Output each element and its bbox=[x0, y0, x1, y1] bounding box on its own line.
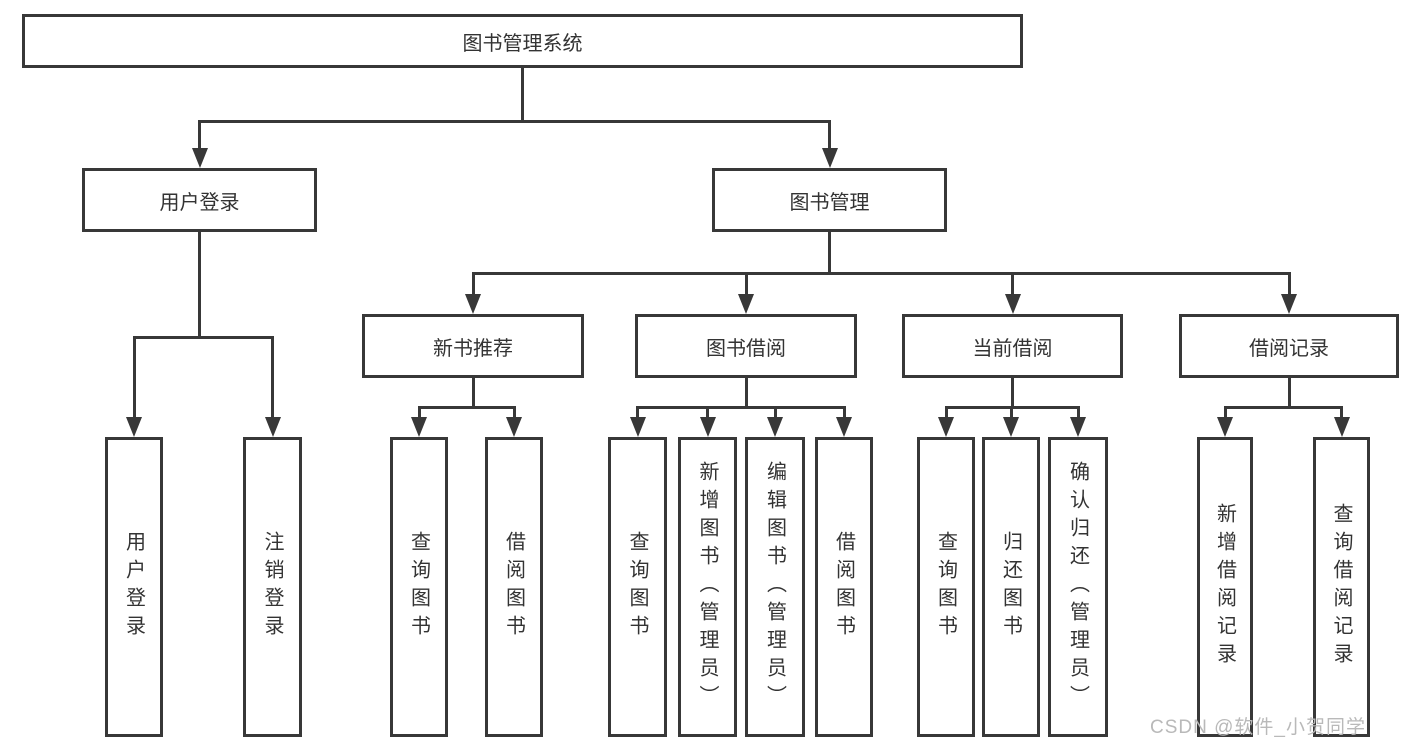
node-label-leaf-cb-return: 归还图书 bbox=[999, 531, 1022, 643]
connector-drop-leaf-logout bbox=[271, 336, 274, 419]
node-label-leaf-cb-query: 查询图书 bbox=[934, 531, 957, 643]
node-leaf-nr-query: 查询图书 bbox=[390, 437, 448, 737]
arrowhead-icon-leaf-br-add bbox=[1217, 417, 1233, 437]
connector-drop-borrow-record bbox=[1287, 272, 1291, 296]
node-borrow-record: 借阅记录 bbox=[1179, 314, 1399, 378]
node-leaf-br-add: 新增借阅记录 bbox=[1197, 437, 1253, 737]
connector-drop-leaf-nr-borrow bbox=[512, 406, 516, 419]
connector-stem-new-rec bbox=[471, 378, 475, 409]
node-leaf-nr-borrow: 借阅图书 bbox=[485, 437, 543, 737]
node-label-borrow-record: 借阅记录 bbox=[1249, 337, 1329, 360]
node-label-leaf-bb-edit: 编辑图书（管理员） bbox=[763, 461, 786, 713]
node-label-leaf-bb-query: 查询图书 bbox=[626, 531, 648, 643]
node-leaf-cb-confirm: 确认归还（管理员） bbox=[1048, 437, 1108, 737]
arrowhead-icon-leaf-bb-add bbox=[699, 417, 716, 437]
connector-stem-book-borrow bbox=[744, 378, 748, 409]
connector-drop-leaf-cb-return bbox=[1009, 406, 1013, 419]
node-current-borrow: 当前借阅 bbox=[902, 314, 1123, 378]
arrowhead-icon-current-borrow bbox=[1004, 294, 1021, 314]
node-root: 图书管理系统 bbox=[22, 14, 1023, 68]
connector-drop-leaf-bb-query bbox=[636, 406, 639, 419]
node-label-leaf-br-query: 查询借阅记录 bbox=[1330, 503, 1352, 671]
node-book-borrow: 图书借阅 bbox=[635, 314, 857, 378]
connector-stem-user-login bbox=[198, 232, 201, 339]
connector-bar-user-login bbox=[132, 336, 274, 339]
node-label-leaf-bb-borrow: 借阅图书 bbox=[832, 531, 855, 643]
arrowhead-icon-book-mgmt bbox=[821, 148, 838, 168]
node-leaf-cb-return: 归还图书 bbox=[982, 437, 1040, 737]
connector-drop-leaf-nr-query bbox=[417, 406, 421, 419]
node-leaf-cb-query: 查询图书 bbox=[917, 437, 975, 737]
connector-bar-root bbox=[198, 120, 831, 123]
arrowhead-icon-leaf-cb-query bbox=[938, 417, 954, 437]
connector-bar-borrow-record bbox=[1223, 406, 1343, 409]
connector-drop-leaf-cb-query bbox=[944, 406, 948, 419]
node-label-leaf-logout: 注销登录 bbox=[261, 531, 283, 643]
node-leaf-bb-edit: 编辑图书（管理员） bbox=[745, 437, 805, 737]
arrowhead-icon-leaf-nr-query bbox=[411, 417, 427, 437]
node-label-leaf-bb-add: 新增图书（管理员） bbox=[696, 461, 718, 713]
node-new-rec: 新书推荐 bbox=[362, 314, 584, 378]
connector-drop-user-login bbox=[198, 120, 201, 150]
connector-drop-leaf-bb-add bbox=[706, 406, 709, 419]
node-label-leaf-nr-query: 查询图书 bbox=[407, 531, 430, 643]
connector-bar-book-borrow bbox=[636, 406, 846, 409]
connector-drop-leaf-bb-borrow bbox=[842, 406, 846, 419]
arrowhead-icon-leaf-bb-query bbox=[629, 417, 646, 437]
arrowhead-icon-new-rec bbox=[465, 294, 481, 314]
connector-stem-book-mgmt bbox=[828, 232, 831, 275]
arrowhead-icon-leaf-bb-borrow bbox=[836, 417, 852, 437]
arrowhead-icon-leaf-cb-confirm bbox=[1070, 417, 1086, 437]
node-label-book-borrow: 图书借阅 bbox=[706, 337, 786, 360]
arrowhead-icon-leaf-logout bbox=[264, 417, 281, 437]
node-label-book-mgmt: 图书管理 bbox=[789, 191, 870, 214]
node-label-leaf-cb-confirm: 确认归还（管理员） bbox=[1066, 461, 1089, 713]
node-label-root: 图书管理系统 bbox=[462, 32, 583, 55]
connector-drop-book-mgmt bbox=[828, 120, 831, 150]
node-leaf-user-login: 用户登录 bbox=[105, 437, 163, 737]
connector-bar-book-mgmt bbox=[471, 272, 1291, 275]
arrowhead-icon-book-borrow bbox=[738, 294, 754, 314]
arrowhead-icon-borrow-record bbox=[1281, 294, 1297, 314]
connector-drop-leaf-cb-confirm bbox=[1076, 406, 1080, 419]
connector-drop-leaf-br-query bbox=[1340, 406, 1343, 419]
connector-drop-leaf-bb-edit bbox=[773, 406, 777, 419]
node-label-current-borrow: 当前借阅 bbox=[972, 337, 1053, 360]
node-book-mgmt: 图书管理 bbox=[712, 168, 947, 232]
node-leaf-bb-add: 新增图书（管理员） bbox=[678, 437, 737, 737]
node-leaf-br-query: 查询借阅记录 bbox=[1313, 437, 1370, 737]
connector-stem-borrow-record bbox=[1287, 378, 1291, 409]
node-leaf-logout: 注销登录 bbox=[243, 437, 302, 737]
node-label-new-rec: 新书推荐 bbox=[433, 337, 513, 360]
node-leaf-bb-query: 查询图书 bbox=[608, 437, 667, 737]
arrowhead-icon-user-login bbox=[191, 148, 208, 168]
arrowhead-icon-leaf-cb-return bbox=[1003, 417, 1019, 437]
node-label-leaf-nr-borrow: 借阅图书 bbox=[502, 531, 525, 643]
connector-stem-current-borrow bbox=[1011, 378, 1014, 409]
csdn-watermark: CSDN @软件_小贺同学 bbox=[1150, 717, 1366, 738]
arrowhead-icon-leaf-bb-edit bbox=[767, 417, 783, 437]
connector-drop-leaf-user-login bbox=[132, 336, 136, 419]
connector-stem-root bbox=[521, 68, 524, 123]
node-label-leaf-user-login: 用户登录 bbox=[122, 531, 145, 643]
arrowhead-icon-leaf-nr-borrow bbox=[506, 417, 522, 437]
arrowhead-icon-leaf-br-query bbox=[1333, 417, 1350, 437]
connector-bar-new-rec bbox=[417, 406, 516, 409]
arrowhead-icon-leaf-user-login bbox=[126, 417, 142, 437]
connector-drop-book-borrow bbox=[744, 272, 748, 296]
node-leaf-bb-borrow: 借阅图书 bbox=[815, 437, 873, 737]
node-user-login: 用户登录 bbox=[82, 168, 317, 232]
connector-drop-new-rec bbox=[471, 272, 475, 296]
node-label-user-login: 用户登录 bbox=[159, 191, 240, 214]
connector-drop-leaf-br-add bbox=[1223, 406, 1227, 419]
node-label-leaf-br-add: 新增借阅记录 bbox=[1213, 503, 1236, 671]
connector-drop-current-borrow bbox=[1011, 272, 1014, 296]
